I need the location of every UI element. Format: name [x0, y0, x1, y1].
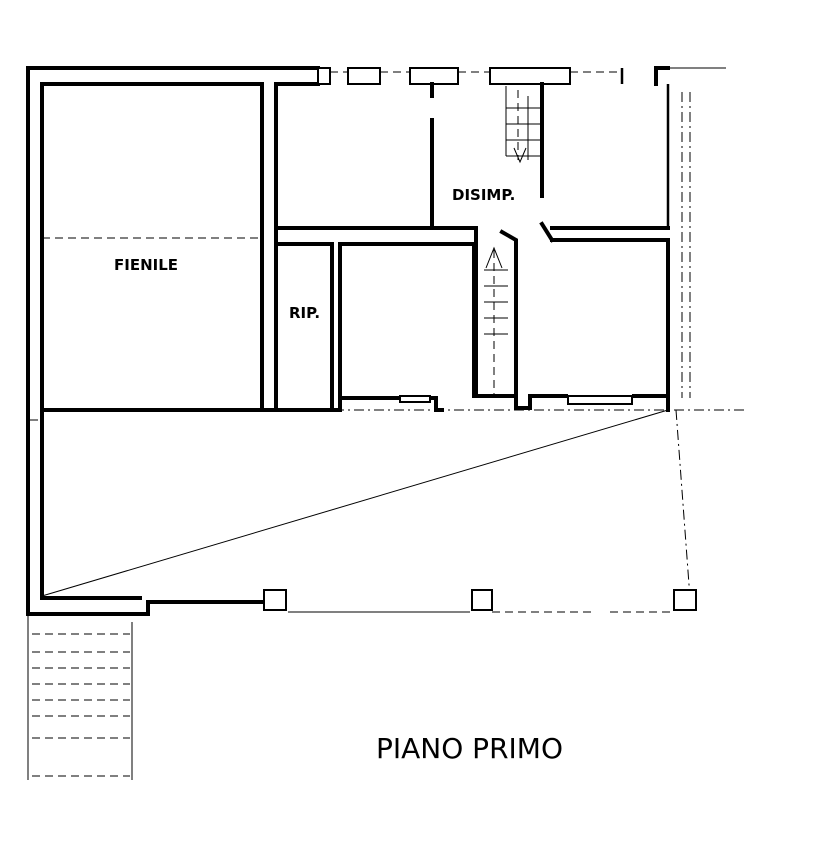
room-label-fienile: FIENILE	[114, 256, 178, 274]
stairs-upper	[505, 86, 540, 164]
top-wall	[317, 66, 726, 230]
interior-walls	[260, 82, 670, 412]
window-bottom-1	[399, 395, 431, 403]
terrace	[28, 92, 744, 613]
window-top-2	[347, 67, 381, 85]
outer-walls	[26, 66, 320, 616]
pillar-2	[471, 589, 493, 611]
room-label-disimpegno: DISIMP.	[452, 186, 515, 204]
stairs-lower	[484, 246, 508, 394]
pillar-1	[263, 589, 287, 611]
room-label-ripostiglio: RIP.	[289, 304, 320, 322]
external-stairs	[27, 616, 133, 780]
window-bottom-2	[567, 395, 633, 405]
window-top-4	[489, 67, 571, 85]
plan-title: PIANO PRIMO	[376, 732, 563, 765]
window-top-3	[409, 67, 459, 85]
window-top-1	[317, 67, 331, 85]
pillar-3	[673, 589, 697, 611]
